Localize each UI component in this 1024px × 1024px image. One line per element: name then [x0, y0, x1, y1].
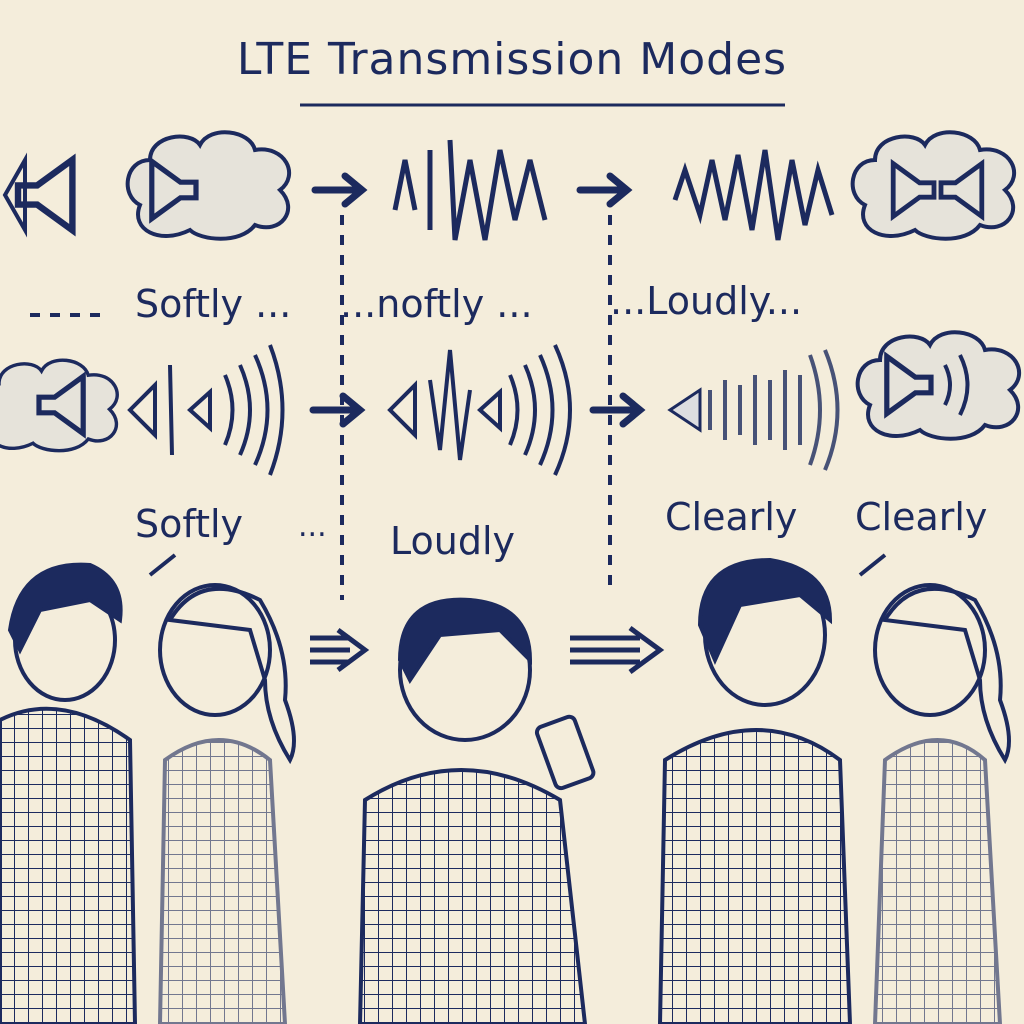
cloud-speaker-icon [850, 130, 1017, 241]
arrow-icon [580, 176, 627, 204]
speaker-icon [2, 152, 72, 238]
cloud-speaker-icon [855, 330, 1022, 441]
arrow-icon [570, 625, 665, 675]
page-title: LTE Transmission Modes [236, 34, 788, 85]
sound-wave-icon [392, 139, 548, 241]
label-softly: Softly ... [135, 282, 292, 326]
person-boy-left [0, 562, 138, 1024]
label-loudly: ...Loudly... [610, 279, 803, 323]
person-girl-left [157, 583, 296, 1024]
label-clearly: Clearly [665, 495, 798, 539]
arrow-icon [593, 396, 640, 424]
label-clearly: Clearly [855, 495, 988, 539]
cloud-speaker-icon [125, 130, 292, 241]
label-softly: Softly [135, 502, 244, 546]
blurred-wave-icon [667, 349, 840, 471]
person-boy-with-phone [357, 597, 596, 1024]
dashed-connectors [30, 215, 612, 600]
speaker-waves-icon [127, 344, 285, 476]
cloud-speaker-icon [0, 358, 119, 453]
arrow-icon [313, 396, 360, 424]
speaker-waves-icon [387, 344, 572, 476]
arrow-icon [315, 176, 362, 204]
speech-tick [148, 553, 887, 577]
person-boy-right [657, 557, 853, 1024]
person-girl-right [872, 583, 1011, 1024]
phone-icon [534, 714, 596, 791]
label-loudly: Loudly [390, 519, 516, 563]
arrow-icon [310, 627, 370, 673]
label-dots: ... [298, 509, 327, 544]
label-noftly: ...noftly ... [340, 282, 533, 326]
sound-wave-icon [672, 149, 835, 241]
